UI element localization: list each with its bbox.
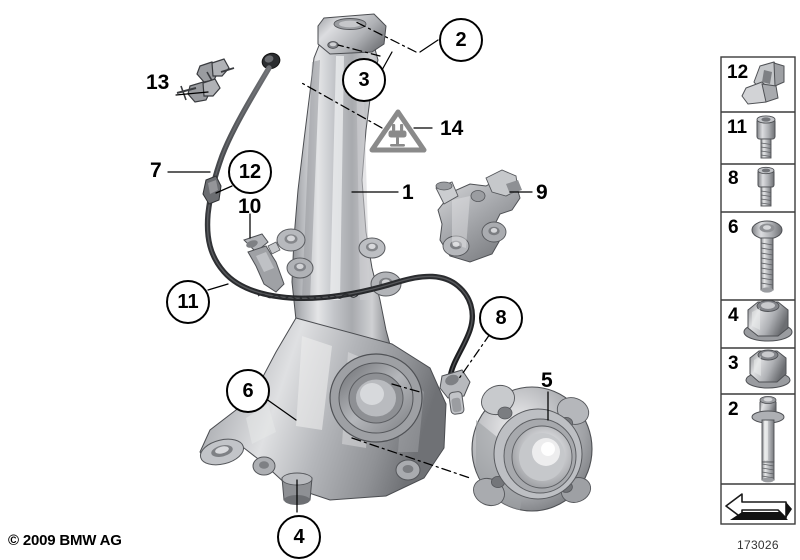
callout-11[interactable]: 11 <box>166 280 210 324</box>
knuckle-steering-arm-lug <box>199 438 245 466</box>
abs-cable-connector <box>261 52 281 70</box>
abs-sensor-cable-assembly <box>202 52 476 415</box>
wheel-hub-bearing <box>471 384 593 512</box>
callout-12[interactable]: 12 <box>228 150 272 194</box>
callout-8[interactable]: 8 <box>479 296 523 340</box>
legend-icon-flange-bolt-2 <box>751 395 785 483</box>
knuckle-boss-left-lower <box>286 257 314 279</box>
diagram-part-number: 173026 <box>737 538 779 552</box>
legend-icon-button-bolt-6 <box>751 220 783 293</box>
callout-10[interactable]: 10 <box>238 195 262 218</box>
cable-bracket-10 <box>243 233 285 293</box>
callout-14[interactable]: 14 <box>440 117 464 140</box>
callout-3[interactable]: 3 <box>342 58 386 102</box>
electrical-warning-triangle <box>369 109 427 153</box>
callout-4[interactable]: 4 <box>277 515 321 559</box>
callout-9[interactable]: 9 <box>536 181 548 204</box>
abs-sensor-head <box>439 369 471 415</box>
legend-icon-direction-arrow <box>725 493 792 520</box>
callout-7[interactable]: 7 <box>150 159 162 182</box>
callout-6[interactable]: 6 <box>226 369 270 413</box>
legend-number-4: 4 <box>728 305 739 326</box>
legend-frame <box>720 56 796 525</box>
knuckle-lower-lug <box>252 456 276 476</box>
knuckle-boss-left-upper <box>276 228 306 252</box>
callout-5[interactable]: 5 <box>541 369 553 392</box>
knuckle-lower-right-lug <box>395 459 421 481</box>
legend-icon-hex-nut-3 <box>745 349 791 389</box>
callout-13[interactable]: 13 <box>146 71 170 94</box>
legend-number-2: 2 <box>728 399 739 420</box>
legend-number-6: 6 <box>728 217 739 238</box>
legend-number-8: 8 <box>728 168 739 189</box>
legend-icon-socket-bolt-8 <box>757 166 775 207</box>
legend-icon-cable-clip <box>741 61 785 105</box>
callout-1[interactable]: 1 <box>402 181 414 204</box>
knuckle-hub-bore <box>329 353 423 443</box>
caliper-carrier-bracket <box>435 169 522 263</box>
cable-corrugated-section <box>257 293 359 301</box>
legend-number-3: 3 <box>728 353 739 374</box>
legend-icon-socket-bolt-11 <box>756 115 776 159</box>
legend-number-12: 12 <box>727 62 749 83</box>
copyright-notice: © 2009 BMW AG <box>8 532 122 549</box>
knuckle-boss-right-upper <box>358 237 386 259</box>
callout-2[interactable]: 2 <box>439 18 483 62</box>
legend-icon-flange-nut-4 <box>743 300 793 342</box>
legend-number-11: 11 <box>727 117 748 138</box>
electrical-plug-icon <box>388 124 407 147</box>
cable-clip-12-on-cable <box>202 175 222 205</box>
steering-knuckle-body <box>199 13 447 505</box>
